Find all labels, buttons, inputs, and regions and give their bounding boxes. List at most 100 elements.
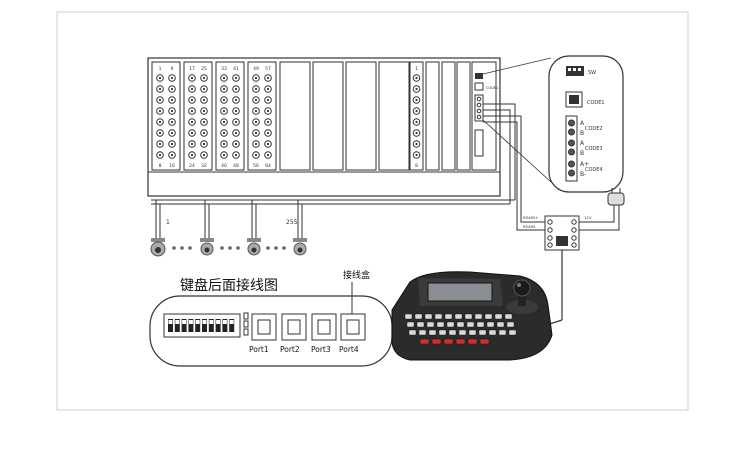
- terminal-block-icon: [474, 94, 484, 122]
- keypad-key: [404, 313, 413, 320]
- keypad-key: [414, 313, 423, 320]
- keypad-key: [464, 313, 473, 320]
- keypad-key: [448, 329, 457, 336]
- dome-camera-icon: [247, 238, 261, 256]
- keypad-key: [468, 329, 477, 336]
- control-keyboard-icon: [391, 271, 553, 361]
- empty-slot: [312, 61, 344, 171]
- keypad-key: [428, 329, 437, 336]
- rs485-plus-label: RS485+: [523, 215, 538, 220]
- dip-key: [168, 319, 173, 332]
- empty-slot: [345, 61, 377, 171]
- empty-slot: [425, 61, 440, 171]
- card-bottom-label: 16: [169, 163, 175, 169]
- db-connector-icon: [474, 129, 484, 157]
- dip-key: [222, 319, 228, 332]
- keypad-key: [408, 329, 417, 336]
- port-3-connector: [311, 313, 337, 341]
- keyboard-back-panel: 键盘后面接线图 接线盒 Port1 Port2 Port3 Port4: [149, 269, 393, 367]
- keypad-key: [416, 321, 425, 328]
- code4-a-label: A+: [580, 161, 589, 168]
- card-top-label: 57: [265, 66, 271, 72]
- dome-camera-icon: [293, 238, 307, 256]
- keypad-key: [466, 321, 475, 328]
- card-bottom-label: 24: [189, 163, 195, 169]
- keypad-key: [506, 321, 515, 328]
- code2-b-label: B: [580, 130, 584, 137]
- control-code1-label: CODE1: [486, 86, 498, 90]
- output-card-top-label: 1: [415, 66, 418, 72]
- port-2-connector: [281, 313, 307, 341]
- port-1-connector: [251, 313, 277, 341]
- keypad-key: [454, 313, 463, 320]
- dip-key: [181, 319, 187, 332]
- keypad-key: [488, 329, 497, 336]
- card-top-label: 25: [201, 66, 207, 72]
- card-bottom-label: 56: [253, 163, 259, 169]
- junction-box-label: 接线盒: [343, 269, 370, 281]
- empty-slot: [279, 61, 311, 171]
- keypad-key: [418, 329, 427, 336]
- keyboard-lcd-screen: [427, 282, 493, 302]
- sw-label: SW: [588, 70, 596, 76]
- code4-label: CODE4: [585, 167, 603, 173]
- dip-switch-icon: [475, 73, 483, 79]
- rs485-minus-label: RS485-: [523, 224, 537, 229]
- card-bottom-label: 64: [265, 163, 271, 169]
- card-top-label: 17: [189, 66, 195, 72]
- code3-b-label: B: [580, 150, 584, 157]
- keypad-key: [424, 313, 433, 320]
- code2-a-label: A: [580, 120, 585, 127]
- empty-slot: [378, 61, 410, 171]
- keypad-key: [496, 321, 505, 328]
- card-top-label: 49: [253, 66, 259, 72]
- dip-key: [195, 319, 201, 332]
- empty-slot: [441, 61, 456, 171]
- keypad-key: [426, 321, 435, 328]
- card-bottom-label: 48: [233, 163, 239, 169]
- dip-key: [208, 319, 214, 332]
- keypad-key: [494, 313, 503, 320]
- code2-label: CODE2: [585, 126, 603, 132]
- keypad-key: [478, 329, 487, 336]
- dip-switch-bank: [168, 319, 235, 332]
- dip-key: [174, 319, 180, 332]
- keypad-key: [508, 329, 517, 336]
- code1-switch-icon: [474, 82, 484, 91]
- card-top-label: 33: [221, 66, 227, 72]
- dip-key: [188, 319, 194, 332]
- keypad-key: [444, 313, 453, 320]
- port1-label: Port1: [249, 345, 269, 354]
- code4-b-label: B-: [580, 171, 586, 178]
- port2-label: Port2: [280, 345, 300, 354]
- code3-label: CODE3: [585, 146, 603, 152]
- keypad-key: [456, 321, 465, 328]
- junction-box: RS485+ RS485- 12V: [483, 115, 625, 337]
- camera-bus: 1 255: [150, 103, 516, 257]
- keypad-key: [434, 313, 443, 320]
- port-4-connector: [340, 313, 366, 341]
- keypad-key: [486, 321, 495, 328]
- function-key: [467, 338, 478, 345]
- card-bottom-label: 8: [159, 163, 162, 169]
- keypad-key: [406, 321, 415, 328]
- keypad-key: [476, 321, 485, 328]
- function-key: [455, 338, 466, 345]
- control-card-detail: SW CODE1 A CODE2 B A CODE3 B A+ CODE4 B-: [548, 55, 624, 193]
- rack-chassis: [147, 57, 501, 197]
- function-key: [479, 338, 490, 345]
- keypad-key: [446, 321, 455, 328]
- joystick-icon: [513, 279, 531, 297]
- output-card: 1 8: [409, 61, 424, 171]
- dip-key: [202, 319, 207, 332]
- camera-first-label: 1: [166, 219, 170, 226]
- keypad: [404, 313, 517, 345]
- output-card-bottom-label: 8: [415, 163, 418, 169]
- keypad-key: [484, 313, 493, 320]
- card-bottom-label: 32: [201, 163, 207, 169]
- dome-camera-icon: [150, 238, 166, 257]
